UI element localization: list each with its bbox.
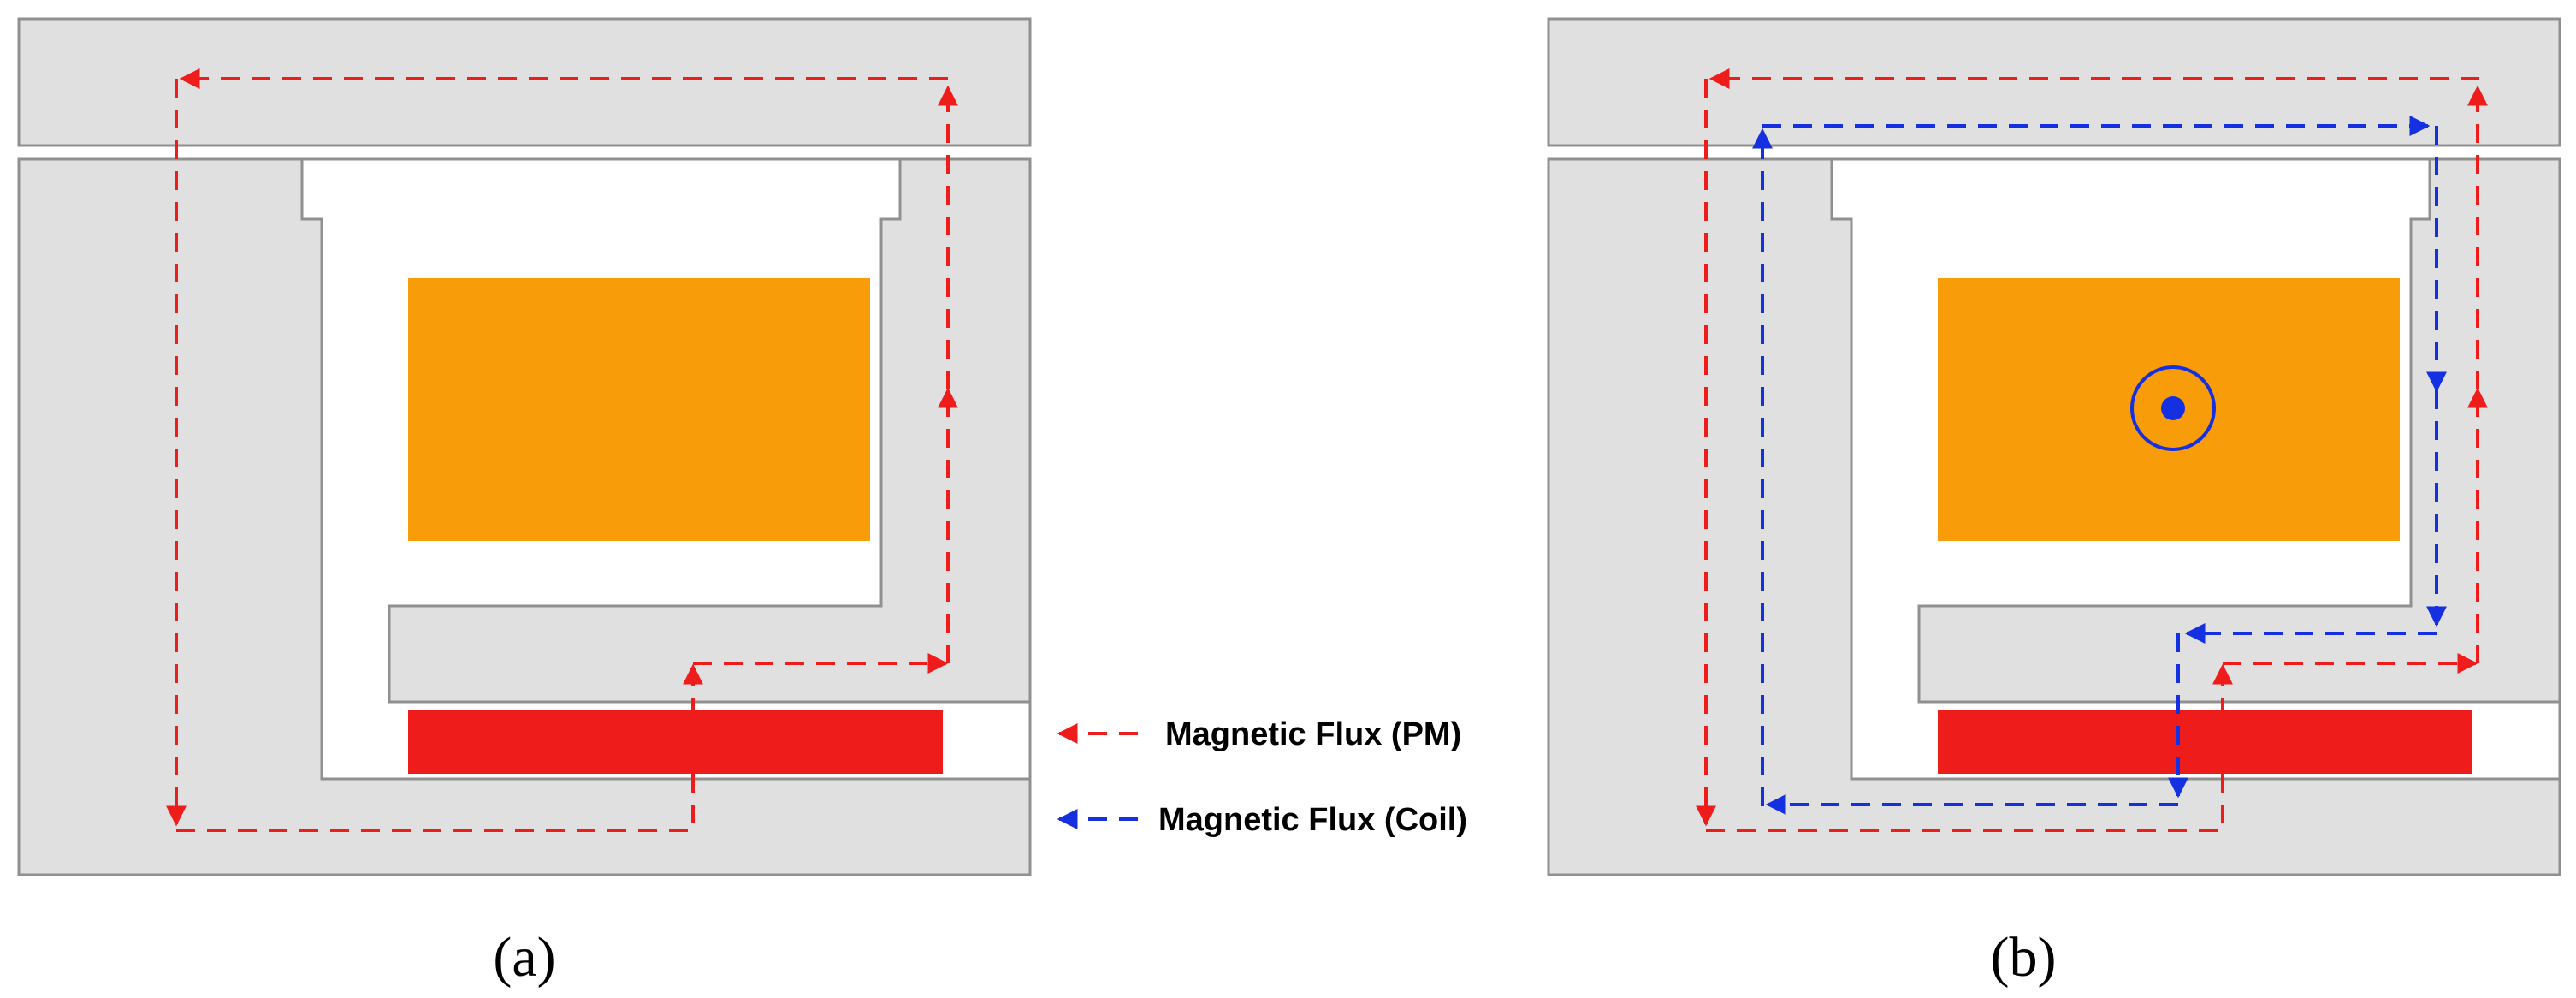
- pm-flux-path: [1696, 68, 2488, 832]
- panel-a: (a): [17, 17, 1032, 989]
- legend: Magnetic Flux (PM) Magnetic Flux (Coil): [1057, 716, 1467, 838]
- legend-label-coil: Magnetic Flux (Coil): [1158, 802, 1467, 838]
- panel-b-label: (b): [1991, 926, 2057, 989]
- current-out-of-page-icon: [2130, 365, 2216, 451]
- permanent-magnet: [1938, 710, 2472, 774]
- legend-item-coil: Magnetic Flux (Coil): [1057, 802, 1467, 838]
- core-armature: [388, 157, 1032, 704]
- coil: [408, 278, 870, 541]
- permanent-magnet: [408, 710, 943, 774]
- core-armature: [1917, 157, 2561, 704]
- core-top-plate: [17, 17, 1032, 147]
- legend-item-pm: Magnetic Flux (PM): [1057, 716, 1461, 752]
- coil-flux-path: [1752, 116, 2447, 815]
- pm-flux-path: [166, 68, 958, 832]
- panel-a-label: (a): [493, 926, 555, 989]
- legend-label-pm: Magnetic Flux (PM): [1165, 716, 1461, 752]
- panel-b: (b): [1547, 17, 2561, 989]
